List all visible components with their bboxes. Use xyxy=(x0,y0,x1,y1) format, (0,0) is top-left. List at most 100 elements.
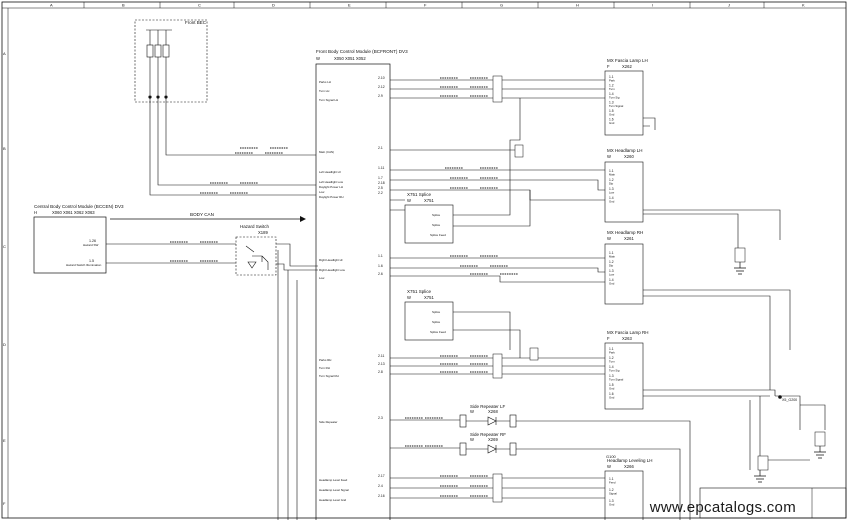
lamp-hl_lh-pin-1: 1.1 xyxy=(609,169,614,173)
lamp-lvl-pin-3: 1.3 xyxy=(609,499,614,503)
fbcm-pin-num-1: 2.10 xyxy=(378,76,385,80)
splice-bottom: X751 Splice W X751 Splice Splice Splice … xyxy=(404,289,454,341)
fbcm-pin-num-14: 2.13 xyxy=(378,362,385,366)
splice-bottom-title: X751 Splice xyxy=(407,289,432,294)
central-body-control-module: Central Body Control Module (BCCEN) DV3 … xyxy=(33,204,124,274)
splice-top: X751 Splice W X751 Splice Splice Splice … xyxy=(404,192,454,244)
bccm-pin-1-label: Hazard SW xyxy=(83,243,99,247)
lamp-fl_rh-pin-label-2: Turn xyxy=(609,360,615,364)
fbcm-pin-label-17: Headlamp Level Feed xyxy=(319,478,348,482)
fbcm-title: Front Body Control Module (BCFRONT) DV3 xyxy=(316,49,408,54)
body-can-arrow xyxy=(300,216,306,222)
lamp-fascia-lh-title: MX Fascia Lamp LH xyxy=(607,58,648,63)
front-bec-box xyxy=(134,19,208,103)
lamp-fl_lh-pin-label-1: Park xyxy=(609,79,615,83)
fbcm-pin-num-3: 2.9 xyxy=(378,94,383,98)
grid-col-C: C xyxy=(198,3,201,8)
fbcm-pin-num-18: 2.4 xyxy=(378,484,383,488)
lamp-fl_rh-pin-4: 1.3 xyxy=(609,374,614,378)
lamp-hl_rh-pin-4: 1.4 xyxy=(609,278,614,282)
grid-row-B: B xyxy=(3,146,6,151)
fbcm-pin-num-16: 2.3 xyxy=(378,416,383,420)
grid-row-D: D xyxy=(3,342,6,347)
fbcm-pin-label-13: Parks RH xyxy=(319,358,331,362)
watermark: www.epcatalogs.com xyxy=(649,499,796,516)
side-repeater-lf-conn: X268 xyxy=(488,409,498,414)
lamp-fascia-rh-title: MX Fascia Lamp RH xyxy=(607,330,649,335)
lamp-fl_rh-pin-3: 1.4 xyxy=(609,365,614,369)
lamp-lvl-pin-label-3: Gnd xyxy=(609,503,615,507)
front-bec: Front BEC xyxy=(134,19,208,103)
fbcm-pin-label-4: Main (CAN) xyxy=(319,150,334,154)
lamp-hl_lh-pin-3: 1.3 xyxy=(609,187,614,191)
fbcm-pin-num-9: 2.5 xyxy=(378,186,383,190)
lamp-hl_lh-pin-label-2: Dip xyxy=(609,182,614,186)
fbcm-pin-num-6: 2.2 xyxy=(378,191,383,195)
fbcm-connectors: X050 X051 X052 xyxy=(334,56,366,61)
lamp-headlamp-lh-conn: X260 xyxy=(624,154,634,159)
lamp-fl_rh-pin-1: 1.1 xyxy=(609,347,614,351)
grid-row-F: F xyxy=(3,501,6,506)
fbcm-pin-num-13: 2.11 xyxy=(378,354,384,358)
grid-col-I: I xyxy=(652,3,653,8)
lamp-leveling-title: Headlamp Leveling LH xyxy=(607,458,653,463)
bec-feeds xyxy=(149,97,316,520)
hazard-switch-title: Hazard Switch xyxy=(240,224,270,229)
lamp-hl_rh-pin-2: 1.2 xyxy=(609,260,614,264)
fbcm-pin-num-11: 1.6 xyxy=(378,264,383,268)
side-repeater-rf-variant: W xyxy=(470,437,474,442)
bccm-pin-2-label: Hazard Switch Illumination xyxy=(66,263,102,267)
grid-col-G: G xyxy=(500,3,503,8)
fbcm-pin-label-2: Turn LH xyxy=(319,89,329,93)
grid-col-B: B xyxy=(122,3,125,8)
fbcm-pin-num-10: 1.1 xyxy=(378,254,383,258)
inline-connectors xyxy=(492,75,826,503)
splice-top-variant: W xyxy=(407,198,411,203)
lamp-fl_lh-pin-2: 1.2 xyxy=(609,84,614,88)
hazard-switch-conn: X189 xyxy=(258,230,268,235)
lamp-headlamp-rh-title: MX Headlamp RH xyxy=(607,230,643,235)
lamp-headlamp-lh: MX Headlamp LH W X260 xyxy=(604,148,644,223)
lamp-hl_rh-pin-label-3: Low xyxy=(609,273,615,277)
wire-tag-marks xyxy=(170,77,518,497)
lamp-leveling-variant: W xyxy=(607,464,611,469)
side-repeaters: Side Repeater LF W X268 Side Repeater RF… xyxy=(459,404,691,520)
fbcm-pin-label-15: Turn Signal RH xyxy=(319,374,339,378)
fbcm-pin-num-4: 2.1 xyxy=(378,146,383,150)
splice-bottom-conn: X751 xyxy=(424,295,434,300)
fbcm-pin-label-5: Daylight Power LH xyxy=(319,185,343,189)
fbcm-pin-num-7: 1.11 xyxy=(378,166,384,170)
body-can-label: BODY CAN xyxy=(190,212,214,217)
lamp-hl_lh-pin-4: 1.4 xyxy=(609,196,614,200)
side-repeater-lf-variant: W xyxy=(470,409,474,414)
splice-top-label-2: Splice xyxy=(432,223,441,227)
lamp-fascia-lh: MX Fascia Lamp LH F X262 xyxy=(604,58,648,136)
grid-col-J: J xyxy=(728,3,730,8)
fbcm-pin-num-8: 1.7 xyxy=(378,176,383,180)
grid-col-D: D xyxy=(272,3,275,8)
lamp-leveling-conn: X266 xyxy=(624,464,634,469)
lamp-fl_lh-pin-3: 1.4 xyxy=(609,92,614,96)
front-body-control-module: Front Body Control Module (BCFRONT) DV3 … xyxy=(315,49,408,520)
lamp-fl_lh-pin-6: 1.6 xyxy=(609,118,614,122)
splice-bottom-label-1: Splice xyxy=(432,310,441,314)
splice-bottom-variant: W xyxy=(407,295,411,300)
lamp-fl_rh-pin-6: 1.6 xyxy=(609,392,614,396)
lamp-hl_lh-pin-label-1: Main xyxy=(609,173,616,177)
fbcm-pin-label-7: Left Headlight HI xyxy=(319,170,341,174)
splice-top-label-3: Splice Feed xyxy=(430,233,446,237)
lamp-leveling-lh: Headlamp Leveling LH W X266 xyxy=(604,458,653,520)
fbcm-pin-label-3: Turn Signal LH xyxy=(319,98,338,102)
lamp-headlamp-rh-variant: W xyxy=(607,236,611,241)
lamp-hl_rh-pin-label-4: Gnd xyxy=(609,282,615,286)
splice-bottom-label-3: Splice Feed xyxy=(430,330,446,334)
side-repeater-rf-conn: X269 xyxy=(488,437,498,442)
lamp-fascia-lh-variant: F xyxy=(607,64,610,69)
lamp-fl_rh-pin-2: 1.2 xyxy=(609,356,614,360)
lamp-hl_rh-pin-3: 1.3 xyxy=(609,269,614,273)
title-block xyxy=(699,487,847,519)
fbcm-pin-label-1: Parks LH xyxy=(319,80,331,84)
